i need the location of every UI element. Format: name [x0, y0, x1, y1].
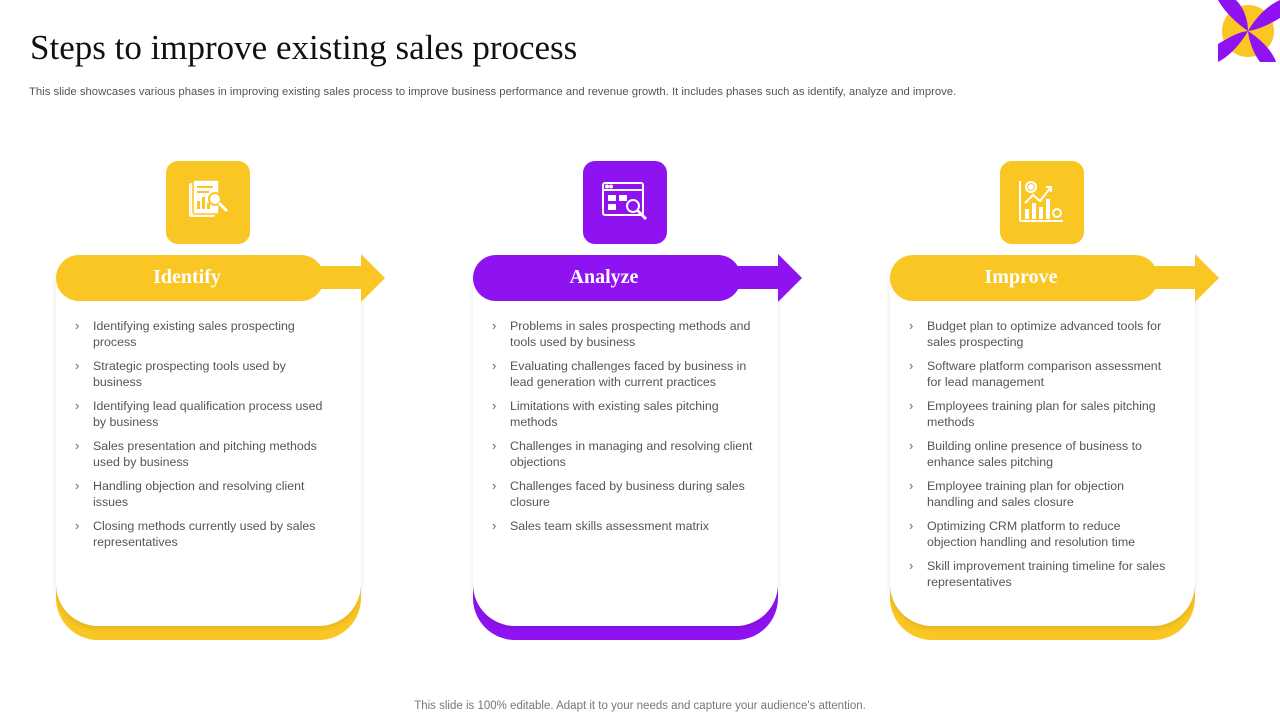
list-item: Identifying existing sales prospecting p…: [73, 318, 338, 350]
list-item: Skill improvement training timeline for …: [907, 558, 1172, 590]
list-item: Problems in sales prospecting methods an…: [490, 318, 755, 350]
list-item: Building online presence of business to …: [907, 438, 1172, 470]
document-magnifier-icon: [189, 179, 229, 217]
list-item: Employee training plan for objection han…: [907, 478, 1172, 510]
step-label: Improve: [984, 266, 1058, 288]
list-item: Challenges in managing and resolving cli…: [490, 438, 755, 470]
slide-subtitle: This slide showcases various phases in i…: [29, 86, 957, 98]
step-items-improve: Budget plan to optimize advanced tools f…: [907, 318, 1172, 598]
banner-pill: [473, 255, 741, 301]
step-banner-identify: Identify: [56, 254, 386, 302]
list-item: Identifying lead qualification process u…: [73, 398, 338, 430]
step-items-identify: Identifying existing sales prospecting p…: [73, 318, 338, 558]
step-items-analyze: Problems in sales prospecting methods an…: [490, 318, 755, 542]
banner-arrow-head: [778, 254, 802, 302]
browser-analysis-icon: [602, 182, 648, 221]
list-item: Sales presentation and pitching methods …: [73, 438, 338, 470]
step-label: Analyze: [569, 266, 639, 288]
banner-pill: [890, 255, 1158, 301]
step-banner-improve: Improve: [890, 254, 1220, 302]
list-item: Closing methods currently used by sales …: [73, 518, 338, 550]
step-icon-tile-analyze: [583, 161, 667, 244]
growth-chart-gear-icon: [1019, 181, 1063, 222]
slide-footer-note: This slide is 100% editable. Adapt it to…: [414, 700, 866, 712]
four-petal-flower-logo: [1218, 0, 1280, 62]
list-item: Challenges faced by business during sale…: [490, 478, 755, 510]
list-item: Limitations with existing sales pitching…: [490, 398, 755, 430]
list-item: Optimizing CRM platform to reduce object…: [907, 518, 1172, 550]
list-item: Sales team skills assessment matrix: [490, 518, 755, 534]
step-icon-tile-identify: [166, 161, 250, 244]
list-item: Strategic prospecting tools used by busi…: [73, 358, 338, 390]
banner-pill: [56, 255, 324, 301]
list-item: Budget plan to optimize advanced tools f…: [907, 318, 1172, 350]
list-item: Employees training plan for sales pitchi…: [907, 398, 1172, 430]
banner-arrow-head: [361, 254, 385, 302]
step-icon-tile-improve: [1000, 161, 1084, 244]
list-item: Software platform comparison assessment …: [907, 358, 1172, 390]
slide-title: Steps to improve existing sales process: [30, 28, 578, 67]
step-label: Identify: [153, 266, 221, 288]
list-item: Handling objection and resolving client …: [73, 478, 338, 510]
banner-arrow-head: [1195, 254, 1219, 302]
step-banner-analyze: Analyze: [473, 254, 803, 302]
list-item: Evaluating challenges faced by business …: [490, 358, 755, 390]
